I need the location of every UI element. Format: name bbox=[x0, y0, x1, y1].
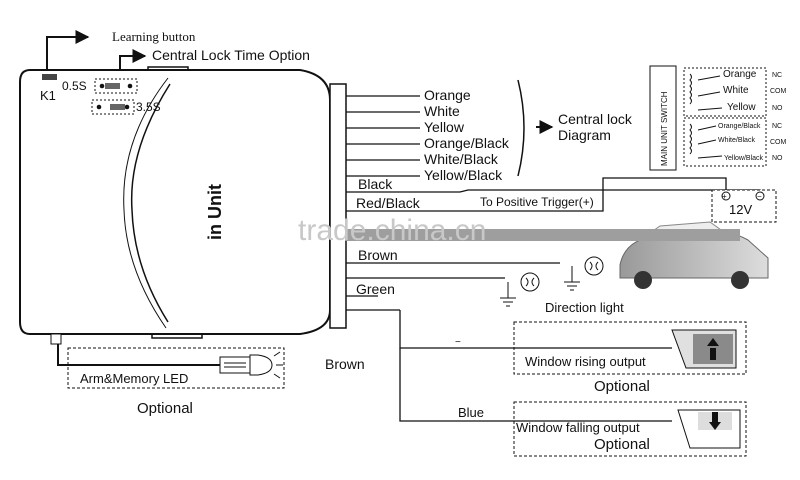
wire-group-brace bbox=[517, 79, 525, 177]
svg-text:+: + bbox=[722, 192, 727, 201]
wire-label-green: Green bbox=[356, 281, 395, 297]
led-connector bbox=[50, 333, 62, 345]
watermark: trade.china.cn bbox=[298, 214, 486, 247]
relay-bottom-yellow-black: Yellow/Black bbox=[724, 155, 764, 162]
window-rising-label: Window rising output bbox=[525, 354, 646, 369]
window-falling-label: Window falling output bbox=[516, 420, 640, 435]
window-rising-box bbox=[513, 321, 747, 375]
relay-top-white: White bbox=[723, 85, 749, 96]
wire-label-orange-black: Orange/Black bbox=[424, 135, 510, 151]
central-lock-wires bbox=[346, 95, 420, 177]
jumper-35[interactable] bbox=[91, 99, 135, 115]
relay-bottom-orange-black: Orange/Black bbox=[718, 123, 761, 130]
window-rising-optional: Optional bbox=[594, 378, 650, 395]
wire-label-yellow-black: Yellow/Black bbox=[424, 167, 503, 183]
window-falling-wire bbox=[399, 348, 672, 422]
led-wire bbox=[57, 344, 220, 366]
relay-switch-box: MAIN UNIT SWITCH bbox=[649, 65, 767, 171]
relay-top-yellow: Yellow bbox=[727, 102, 756, 113]
relay-pin-com-bottom: COM bbox=[770, 139, 787, 146]
window-rising-minus: − bbox=[455, 337, 461, 348]
relay-pin-nc-bottom: NC bbox=[772, 123, 782, 130]
svg-text:−: − bbox=[757, 192, 762, 201]
positive-trigger-line bbox=[470, 177, 727, 212]
unit-label: in Unit bbox=[205, 184, 225, 240]
wire-label-orange: Orange bbox=[424, 87, 471, 103]
relay-top-orange: Orange bbox=[723, 69, 757, 80]
battery-12v: + − bbox=[711, 189, 777, 223]
window-falling-switch bbox=[677, 409, 741, 449]
wire-label-white-black: White/Black bbox=[424, 151, 499, 167]
jumper-35-label: 3.5S bbox=[136, 100, 161, 114]
window-falling-optional: Optional bbox=[594, 436, 650, 453]
wire-label-brown: Brown bbox=[358, 247, 398, 263]
direction-light-label: Direction light bbox=[545, 300, 624, 315]
led-icon bbox=[219, 351, 283, 379]
k1-label: K1 bbox=[40, 88, 56, 103]
central-lock-time-label: Central Lock Time Option bbox=[152, 47, 310, 63]
led-box bbox=[67, 347, 285, 389]
direction-light-1 bbox=[500, 272, 540, 307]
led-optional: Optional bbox=[137, 400, 193, 417]
relay-pin-no-top: NO bbox=[772, 105, 783, 112]
wire-label-yellow: Yellow bbox=[424, 119, 465, 135]
watermark-band bbox=[345, 229, 740, 241]
relay-pin-com-top: COM bbox=[770, 88, 787, 95]
wire-connector bbox=[329, 83, 347, 329]
main-unit-switch-label: MAIN UNIT SWITCH bbox=[660, 91, 669, 166]
window-rising-wire bbox=[399, 310, 672, 349]
positive-trigger-label: To Positive Trigger(+) bbox=[480, 195, 594, 209]
main-unit: in Unit K1 0.5S 3.5S bbox=[19, 66, 331, 339]
wire-label-blue: Blue bbox=[458, 405, 484, 420]
learning-button-arrow bbox=[46, 30, 90, 76]
wire-label-red-black: Red/Black bbox=[356, 195, 421, 211]
direction-light-2 bbox=[564, 256, 604, 291]
battery-label: 12V bbox=[729, 202, 752, 217]
arm-memory-led-label: Arm&Memory LED bbox=[80, 371, 188, 386]
learning-button-label: Learning button bbox=[112, 29, 196, 44]
jumper-05-label: 0.5S bbox=[62, 79, 87, 93]
window-falling-box bbox=[513, 401, 747, 457]
wire-label-black: Black bbox=[358, 176, 393, 192]
relay-pin-nc-top: NC bbox=[772, 72, 782, 79]
central-lock-diagram-line2: Diagram bbox=[558, 127, 611, 143]
relay-pin-no-bottom: NO bbox=[772, 155, 783, 162]
wire-label-white: White bbox=[424, 103, 460, 119]
jumper-05[interactable] bbox=[94, 78, 138, 94]
window-rising-switch bbox=[671, 329, 737, 369]
brown-bottom-label: Brown bbox=[325, 356, 365, 372]
relay-bottom-white-black: White/Black bbox=[718, 137, 755, 144]
central-lock-diagram-line1: Central lock bbox=[558, 111, 633, 127]
